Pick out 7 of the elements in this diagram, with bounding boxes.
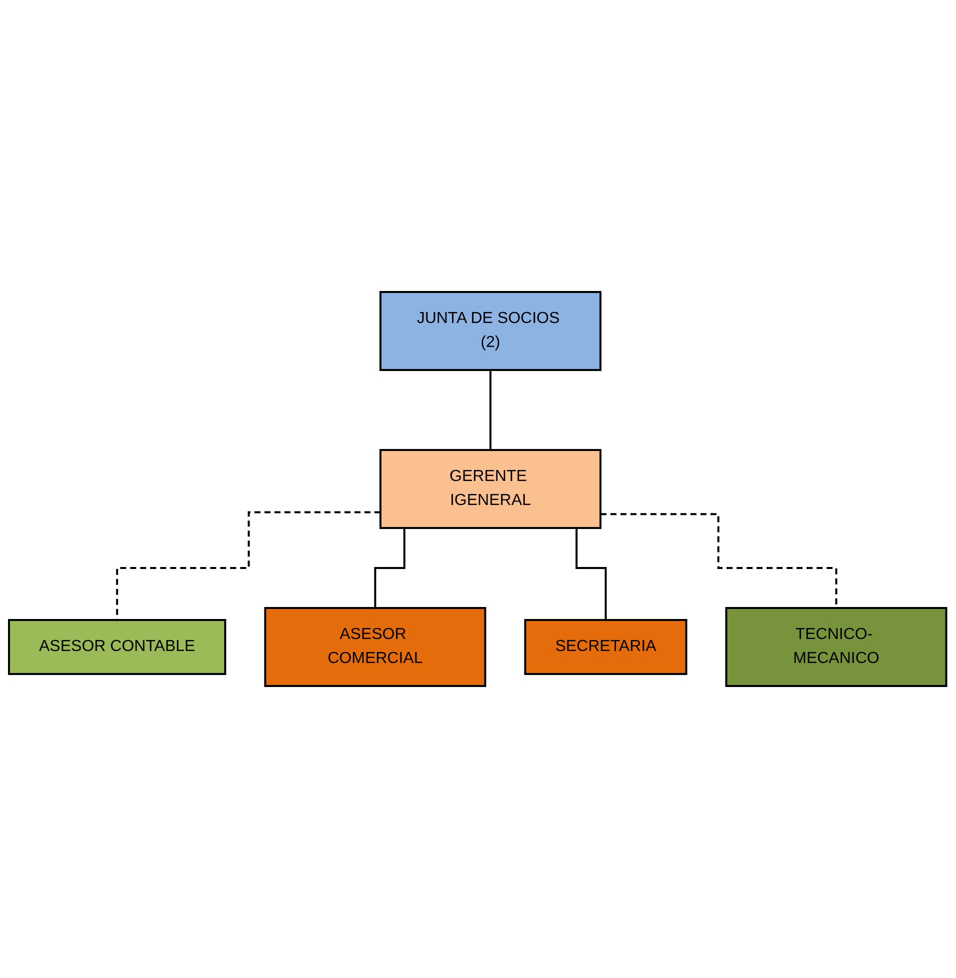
node-box: JUNTA DE SOCIOS (2) [380, 291, 602, 371]
node-box: ASESOR COMERCIAL [264, 607, 487, 687]
node-box: TECNICO- MECANICO [726, 607, 948, 687]
node-box: SECRETARIA [524, 619, 688, 675]
node-box: ASESOR CONTABLE [8, 619, 227, 675]
connector [490, 369, 492, 451]
node-box: GERENTE IGENERAL [380, 449, 602, 529]
